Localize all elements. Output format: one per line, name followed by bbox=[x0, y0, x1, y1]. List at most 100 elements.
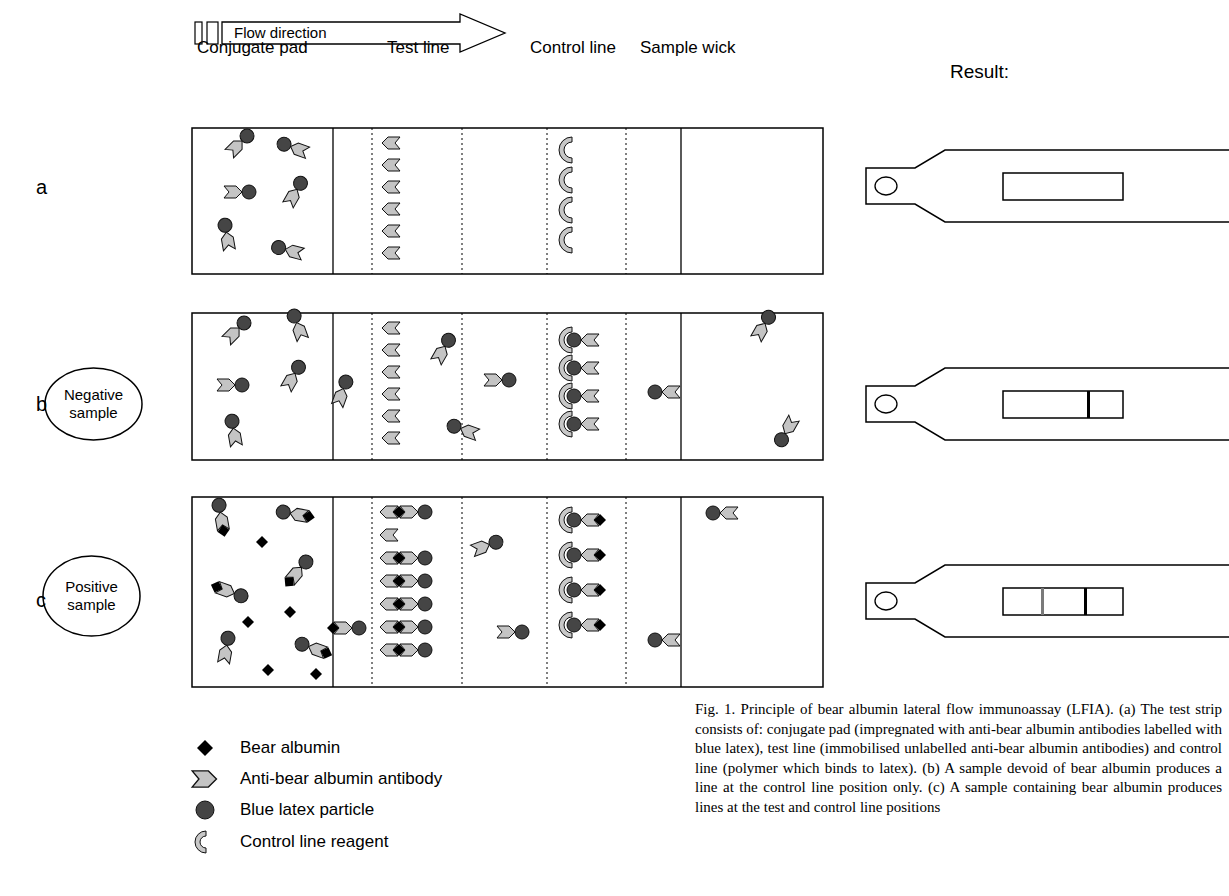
antibody bbox=[380, 529, 398, 541]
antibody-group bbox=[382, 432, 400, 444]
result-window bbox=[1003, 391, 1123, 418]
latex-particle bbox=[275, 504, 291, 520]
latex-particle bbox=[289, 358, 308, 377]
antibody bbox=[400, 575, 418, 587]
zone-dotted bbox=[372, 313, 373, 460]
antibody-group bbox=[217, 378, 249, 392]
latex-particle bbox=[567, 513, 581, 527]
antibody-group bbox=[382, 181, 400, 193]
latex-particle bbox=[275, 135, 293, 153]
antibody bbox=[217, 379, 235, 391]
antibody bbox=[218, 644, 233, 664]
latex-particle bbox=[567, 417, 581, 431]
result-window bbox=[1003, 173, 1123, 200]
antibody-group bbox=[275, 135, 310, 159]
latex-particle bbox=[648, 633, 662, 647]
result-line bbox=[1084, 588, 1087, 615]
latex-particle bbox=[242, 185, 256, 199]
latex-particle bbox=[567, 548, 581, 562]
result-heading: Result: bbox=[950, 61, 1009, 83]
antibody-group bbox=[400, 620, 432, 634]
zone-border bbox=[332, 128, 333, 274]
latex-particle bbox=[270, 239, 287, 256]
antibody bbox=[400, 644, 418, 656]
antibody bbox=[382, 322, 400, 334]
zone-dotted bbox=[462, 497, 463, 687]
zone-dotted bbox=[547, 497, 548, 687]
bear-albumin bbox=[284, 606, 296, 618]
latex-particle bbox=[418, 597, 432, 611]
antibody-group bbox=[382, 388, 400, 400]
row-letter: c bbox=[36, 589, 46, 611]
antibody-group bbox=[382, 344, 400, 356]
antibody-group bbox=[470, 533, 505, 557]
latex-particle bbox=[567, 618, 581, 632]
antibody-group bbox=[221, 313, 254, 346]
antibody-group bbox=[275, 504, 316, 525]
antibody-group bbox=[581, 584, 606, 596]
antibody-group bbox=[445, 417, 480, 441]
latex-particle bbox=[232, 587, 250, 605]
antibody bbox=[720, 507, 738, 519]
zone-border bbox=[680, 128, 681, 274]
antibody-group bbox=[581, 418, 599, 430]
antibody bbox=[382, 137, 400, 149]
latex-particle bbox=[418, 505, 432, 519]
latex-particle bbox=[418, 574, 432, 588]
antibody bbox=[497, 626, 515, 638]
bear-albumin bbox=[594, 549, 606, 561]
antibody-group bbox=[382, 225, 400, 237]
antibody bbox=[289, 141, 310, 158]
antibody-group bbox=[382, 410, 400, 422]
test-device bbox=[866, 368, 1229, 440]
zone-heading: Control line bbox=[530, 37, 616, 59]
antibody-group bbox=[706, 506, 738, 520]
antibody bbox=[192, 771, 216, 787]
latex-particle bbox=[418, 643, 432, 657]
antibody-group bbox=[327, 621, 366, 635]
antibody bbox=[382, 388, 400, 400]
antibody-group bbox=[400, 551, 432, 565]
latex-particle bbox=[567, 389, 581, 403]
antibody-group bbox=[217, 217, 236, 251]
latex-particle bbox=[211, 497, 227, 513]
antibody bbox=[382, 203, 400, 215]
antibody bbox=[581, 334, 599, 346]
antibody-group bbox=[382, 366, 400, 378]
sample-label: Negative sample bbox=[59, 386, 129, 422]
latex-particle bbox=[515, 625, 529, 639]
zone-dotted bbox=[462, 313, 463, 460]
antibody-group bbox=[648, 633, 680, 647]
legend-text: Bear albumin bbox=[240, 737, 340, 759]
latex-particle bbox=[567, 361, 581, 375]
zone-dotted bbox=[547, 313, 548, 460]
zone-dotted bbox=[462, 128, 463, 274]
antibody-group bbox=[772, 415, 800, 450]
antibody bbox=[382, 344, 400, 356]
antibody-group bbox=[750, 308, 778, 343]
zone-dotted bbox=[372, 497, 373, 687]
latex-particle bbox=[706, 506, 720, 520]
row-letter: b bbox=[36, 393, 47, 415]
antibody bbox=[382, 225, 400, 237]
antibody bbox=[382, 432, 400, 444]
antibody bbox=[382, 247, 400, 259]
zone-dotted bbox=[626, 128, 627, 274]
sample-ellipse bbox=[45, 368, 142, 440]
test-strip bbox=[192, 497, 823, 687]
antibody bbox=[382, 410, 400, 422]
antibody-group bbox=[224, 185, 256, 199]
antibody-group bbox=[211, 497, 232, 538]
bear-albumin bbox=[594, 514, 606, 526]
zone-dotted bbox=[626, 497, 627, 687]
antibody-group bbox=[217, 630, 236, 664]
latex-particle bbox=[291, 174, 310, 193]
antibody bbox=[400, 506, 418, 518]
antibody-group bbox=[484, 373, 516, 387]
zone-heading: Conjugate pad bbox=[197, 37, 308, 59]
bear-albumin bbox=[242, 616, 254, 628]
sample-oval: Positive sample bbox=[42, 555, 141, 637]
antibody bbox=[470, 539, 491, 556]
sample-well bbox=[875, 395, 897, 413]
sample-well bbox=[875, 177, 897, 195]
